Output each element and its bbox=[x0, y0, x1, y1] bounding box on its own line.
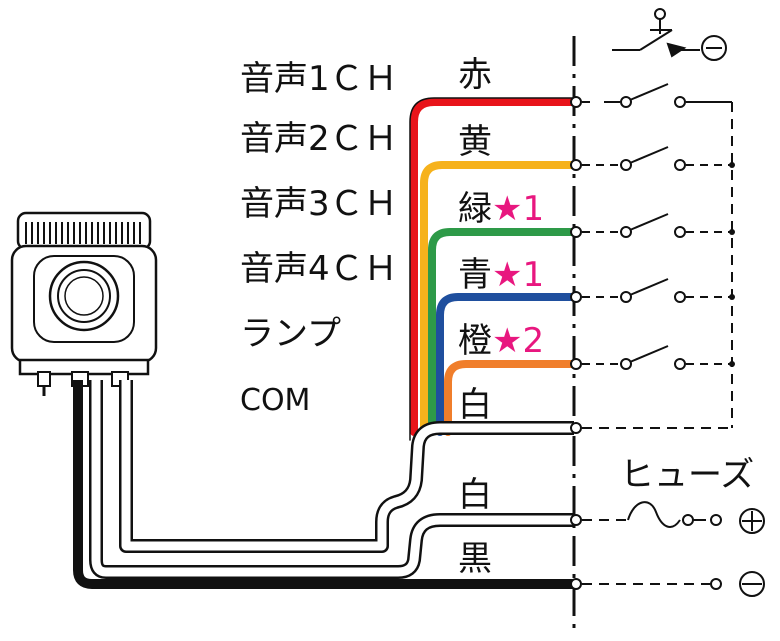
wire-green bbox=[428, 228, 578, 436]
star-icon: ★ bbox=[492, 189, 522, 229]
terminal-point bbox=[570, 358, 582, 370]
terminal-point bbox=[570, 422, 582, 434]
channel-label-2: 音声2ＣＨ bbox=[240, 119, 398, 159]
minus-terminal-icon bbox=[739, 571, 765, 597]
wire-color-white-com-label: 白 bbox=[458, 385, 492, 425]
terminal-point bbox=[570, 96, 582, 108]
wire-black-power bbox=[73, 380, 574, 589]
switch-bank bbox=[582, 83, 733, 429]
wire-color-yellow-label: 黄 bbox=[458, 122, 492, 162]
com-label: COM bbox=[240, 383, 310, 418]
wire-color-black-power-label: 黒 bbox=[458, 539, 492, 579]
wire-color-green-label: 緑★1 bbox=[458, 189, 544, 229]
wire-color-white-power-label: 白 bbox=[458, 475, 492, 515]
wire-white-com bbox=[119, 380, 574, 553]
channel-label-1: 音声1ＣＨ bbox=[240, 59, 398, 99]
lamp-label: ランプ bbox=[240, 314, 341, 354]
terminal-point bbox=[570, 291, 582, 303]
fuse-label: ヒューズ bbox=[620, 455, 754, 495]
terminal-point bbox=[570, 159, 582, 171]
channel-label-4: 音声4ＣＨ bbox=[240, 249, 398, 289]
wire-white-power bbox=[89, 380, 574, 579]
switch-symbol-icon bbox=[612, 8, 727, 61]
wire-color-blue-label: 青★1 bbox=[458, 255, 544, 295]
wire-orange bbox=[444, 360, 578, 436]
wire-red bbox=[410, 98, 578, 436]
terminal-point bbox=[570, 578, 582, 590]
speaker-device-icon bbox=[10, 211, 158, 396]
plus-terminal-icon bbox=[739, 508, 765, 534]
fuse-icon bbox=[627, 501, 681, 528]
wire-yellow bbox=[420, 161, 578, 436]
channel-label-3: 音声3ＣＨ bbox=[240, 184, 398, 224]
wire-color-red-label: 赤 bbox=[458, 55, 492, 95]
star-icon: ★ bbox=[492, 321, 522, 361]
terminal-point bbox=[570, 226, 582, 238]
star-icon: ★ bbox=[492, 255, 522, 295]
wire-color-orange-label: 橙★2 bbox=[458, 321, 544, 361]
terminal-point bbox=[570, 514, 582, 526]
wire-blue bbox=[436, 293, 578, 436]
